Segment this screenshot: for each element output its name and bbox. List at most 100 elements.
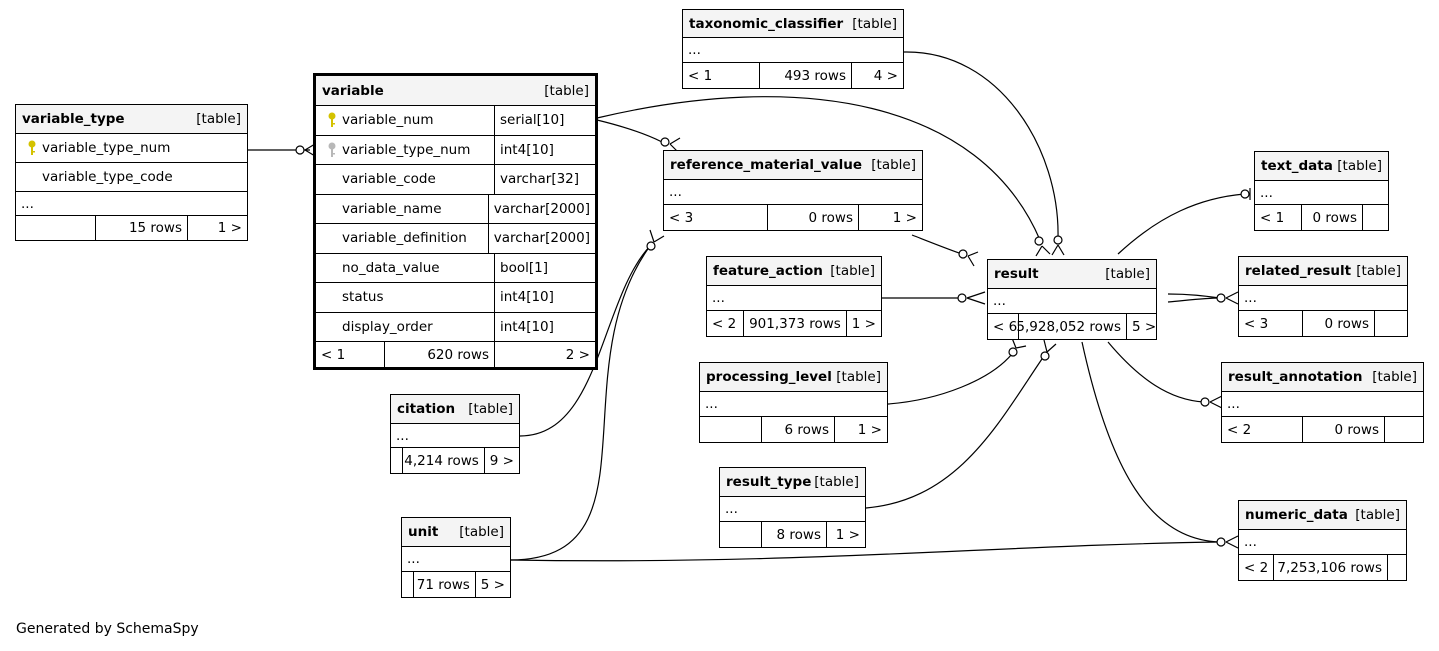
- table-header: processing_level [table]: [700, 363, 887, 392]
- column-name: variable_type_code: [42, 169, 173, 185]
- parents-count: < 1: [688, 67, 713, 84]
- table-citation[interactable]: citation [table] ... 4,214 rows 9 >: [390, 394, 520, 474]
- edge-variable-to-result: [596, 96, 1041, 241]
- parents-count: < 6: [993, 318, 1018, 335]
- parents-count: [402, 572, 413, 597]
- table-reference-material-value[interactable]: reference_material_value [table] ... < 3…: [663, 150, 923, 231]
- row-count: 0 rows: [767, 205, 858, 230]
- row-count: 493 rows: [759, 63, 851, 88]
- ellipsis: ...: [407, 551, 420, 567]
- table-header: taxonomic_classifier [table]: [683, 10, 903, 38]
- table-taxonomic-classifier[interactable]: taxonomic_classifier [table] ... < 1 493…: [682, 9, 904, 89]
- table-kind: [table]: [468, 401, 513, 417]
- parents-count: [16, 216, 95, 240]
- table-result[interactable]: result [table] ... < 6 5,928,052 rows 5 …: [987, 259, 1157, 340]
- table-feature-action[interactable]: feature_action [table] ... < 2 901,373 r…: [706, 256, 882, 337]
- parents-count: < 2: [1227, 421, 1252, 438]
- column-type: int4[10]: [494, 312, 595, 341]
- children-count: 2 >: [494, 342, 595, 367]
- table-name: result_type: [726, 474, 812, 490]
- table-numeric-data[interactable]: numeric_data [table] ... < 2 7,253,106 r…: [1238, 500, 1407, 581]
- row-count: 5,928,052 rows: [1016, 314, 1126, 339]
- table-kind: [table]: [196, 111, 241, 127]
- table-text-data[interactable]: text_data [table] ... < 1 0 rows: [1254, 151, 1389, 231]
- column-name: status: [342, 289, 384, 306]
- column-name: variable_definition: [342, 230, 467, 247]
- table-variable-type[interactable]: variable_type [table] variable_type_num …: [15, 104, 248, 241]
- stats-row: < 1 620 rows 2 >: [316, 342, 595, 367]
- parents-count: < 1: [1260, 209, 1285, 226]
- table-name: feature_action: [713, 263, 823, 279]
- parents-count: < 2: [712, 315, 737, 332]
- edge-reference-material-value-to-result: [911, 234, 963, 255]
- row-count: 0 rows: [1302, 417, 1384, 442]
- table-processing-level[interactable]: processing_level [table] ... 6 rows 1 >: [699, 362, 888, 443]
- column-name: display_order: [342, 318, 433, 335]
- table-result-annotation[interactable]: result_annotation [table] ... < 2 0 rows: [1221, 362, 1424, 443]
- ellipsis-row: ...: [1239, 530, 1406, 555]
- ellipsis-row: ...: [391, 424, 519, 448]
- edge-processing-level-to-result: [887, 353, 1013, 405]
- table-name: text_data: [1261, 158, 1333, 174]
- parents-count: < 3: [1244, 315, 1269, 332]
- children-count: [1387, 555, 1406, 580]
- ellipsis-row: ...: [707, 286, 881, 311]
- row-count: 71 rows: [412, 572, 475, 597]
- column-row: variable_name varchar[2000]: [316, 194, 595, 224]
- column-name: variable_num: [342, 112, 434, 129]
- children-count: 5 >: [474, 572, 510, 597]
- stats-row: < 3 0 rows 1 >: [664, 205, 922, 230]
- stats-row: 15 rows 1 >: [16, 216, 247, 240]
- table-variable[interactable]: variable [table] variable_num serial[10]…: [313, 73, 598, 370]
- stats-row: 4,214 rows 9 >: [391, 448, 519, 473]
- edge-result-to-result-annotation: [1107, 341, 1205, 403]
- row-count: 901,373 rows: [743, 311, 846, 336]
- table-header: citation [table]: [391, 395, 519, 424]
- children-count: [1384, 417, 1423, 442]
- table-header: variable [table]: [316, 76, 595, 106]
- ellipsis: ...: [396, 427, 409, 444]
- children-count: [1374, 311, 1407, 336]
- table-header: result_annotation [table]: [1222, 363, 1423, 392]
- table-related-result[interactable]: related_result [table] ... < 3 0 rows: [1238, 256, 1408, 337]
- table-name: reference_material_value: [670, 157, 863, 173]
- table-name: processing_level: [706, 369, 832, 385]
- children-count: 1 >: [845, 311, 881, 336]
- table-header: reference_material_value [table]: [664, 151, 922, 180]
- table-name: citation: [397, 401, 456, 417]
- edge-result-to-text-data: [1117, 193, 1245, 255]
- generated-by-label: Generated by SchemaSpy: [16, 621, 199, 637]
- table-result-type[interactable]: result_type [table] ... 8 rows 1 >: [719, 467, 866, 548]
- column-row: display_order int4[10]: [316, 312, 595, 342]
- column-row: variable_type_num int4[10]: [316, 135, 595, 165]
- table-name: variable_type: [22, 111, 125, 127]
- column-type: int4[10]: [494, 135, 595, 164]
- column-name: variable_code: [342, 171, 436, 188]
- table-kind: [table]: [544, 82, 589, 99]
- table-unit[interactable]: unit [table] ... 71 rows 5 >: [401, 517, 511, 598]
- ellipsis: ...: [993, 293, 1006, 309]
- children-count: 1 >: [858, 205, 922, 230]
- ellipsis: ...: [1244, 290, 1257, 306]
- column-name: variable_name: [342, 200, 442, 217]
- ellipsis: ...: [21, 195, 34, 212]
- table-kind: [table]: [830, 263, 875, 279]
- column-row: no_data_value bool[1]: [316, 253, 595, 283]
- table-kind: [table]: [836, 369, 881, 385]
- ellipsis: ...: [1244, 534, 1257, 550]
- ellipsis: ...: [1260, 184, 1273, 201]
- edge-result-type-to-result: [865, 355, 1045, 509]
- edge-result-to-related-result-2: [1167, 297, 1221, 303]
- ellipsis: ...: [688, 42, 701, 58]
- column-row: variable_code varchar[32]: [316, 165, 595, 195]
- row-count: 8 rows: [761, 522, 826, 547]
- column-row: variable_type_num: [16, 134, 247, 163]
- table-header: unit [table]: [402, 518, 510, 547]
- edge-result-to-related-result-1: [1167, 293, 1221, 299]
- edge-unit-to-reference-material-value: [509, 245, 651, 561]
- children-count: [1362, 205, 1388, 230]
- stats-row: < 2 0 rows: [1222, 417, 1423, 442]
- ellipsis-row: ...: [683, 38, 903, 63]
- parents-count: [700, 417, 761, 442]
